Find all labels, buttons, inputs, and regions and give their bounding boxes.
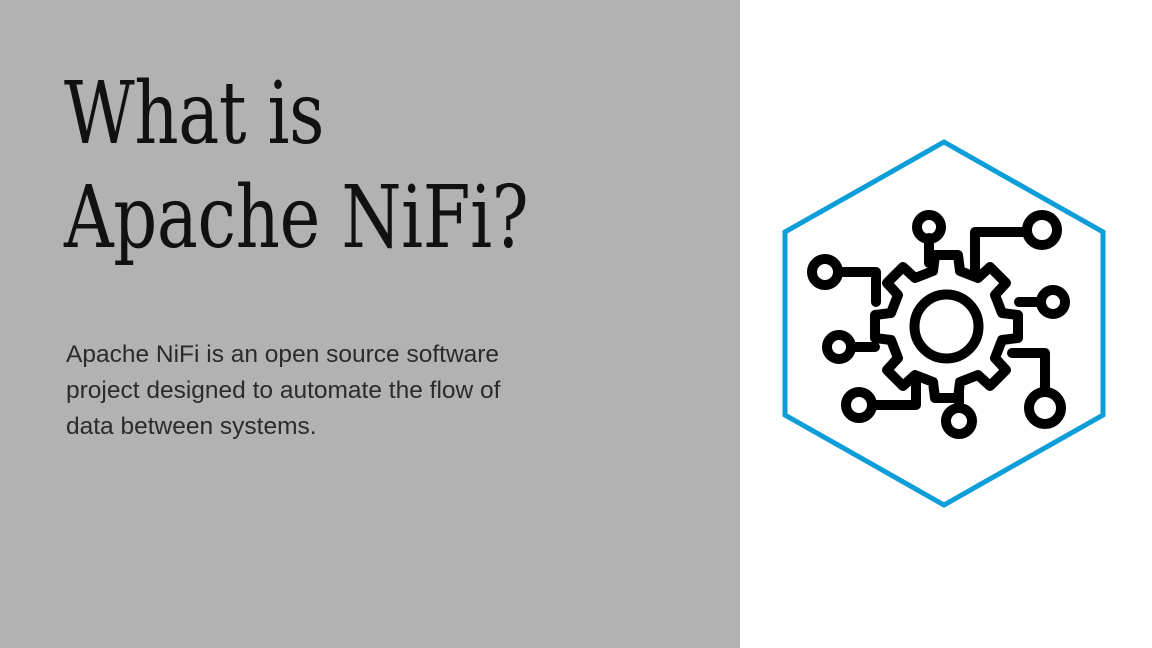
title-line-2: Apache NiFi? [64, 168, 529, 268]
right-illustration-panel [740, 0, 1152, 648]
slide-title: What is Apache NiFi? [64, 62, 704, 270]
gear-network-glyph [807, 210, 1070, 439]
gear-outline [870, 250, 1023, 403]
upper-left-node-wire [833, 267, 881, 307]
body-line-1: Apache NiFi is an open source software [66, 341, 500, 368]
mid-left-node-circle [822, 330, 856, 364]
body-line-3: data between systems. [66, 413, 317, 440]
upper-left-node-circle [807, 254, 843, 290]
mid-right-node-circle [1036, 285, 1070, 319]
top-node-circle [912, 210, 946, 244]
slide-body-text: Apache NiFi is an open source software p… [66, 337, 646, 445]
lower-right-node-wire [1007, 348, 1050, 397]
upper-right-node-circle [1022, 210, 1062, 250]
gear-center-hole [909, 289, 984, 364]
lower-left-node-wire [867, 378, 921, 410]
lower-right-node-circle [1024, 387, 1066, 429]
hexagon-outline [782, 139, 1106, 508]
lower-left-node-circle [841, 387, 877, 423]
bottom-center-node-circle [941, 403, 977, 439]
gear-network-hexagon-icon [782, 139, 1106, 508]
title-line-1: What is [64, 64, 325, 164]
left-content-panel: What is Apache NiFi? Apache NiFi is an o… [0, 0, 740, 648]
upper-right-node-wire [970, 227, 1032, 275]
body-line-2: project designed to automate the flow of [66, 377, 501, 404]
